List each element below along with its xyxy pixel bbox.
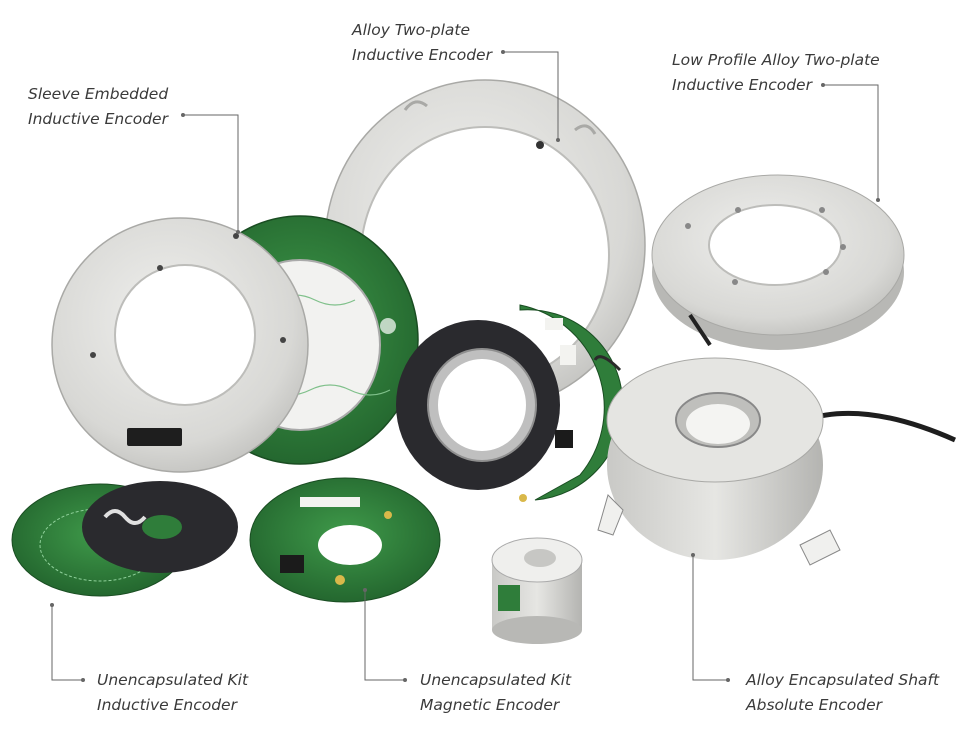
label-line: Inductive Encoder <box>352 46 492 64</box>
label-line: Alloy Two-plate <box>352 21 471 39</box>
kit-inductive-encoder <box>11 481 238 597</box>
leader-lines <box>51 51 879 681</box>
label-line: Inductive Encoder <box>97 696 237 714</box>
label-low-profile: Low Profile Alloy Two-plate Inductive En… <box>672 48 880 98</box>
label-line: Unencapsulated Kit <box>420 671 572 689</box>
sleeve-embedded-encoder <box>51 217 309 473</box>
label-kit-magnetic: Unencapsulated Kit Magnetic Encoder <box>420 668 571 718</box>
label-line: Inductive Encoder <box>672 76 812 94</box>
label-line: Magnetic Encoder <box>420 696 560 714</box>
low-profile-encoder <box>651 174 905 350</box>
label-line: Absolute Encoder <box>746 696 883 714</box>
small-cylinder-encoder <box>491 537 583 644</box>
label-line: Sleeve Embedded <box>28 85 169 103</box>
label-line: Unencapsulated Kit <box>97 671 249 689</box>
shaft-absolute-encoder <box>593 355 957 566</box>
label-line: Inductive Encoder <box>28 110 168 128</box>
label-sleeve-embedded: Sleeve Embedded Inductive Encoder <box>28 82 168 132</box>
label-line: Alloy Encapsulated Shaft <box>746 671 940 689</box>
label-alloy-two-plate: Alloy Two-plate Inductive Encoder <box>352 18 492 68</box>
label-line: Low Profile Alloy Two-plate <box>672 51 880 69</box>
label-kit-inductive: Unencapsulated Kit Inductive Encoder <box>97 668 248 718</box>
leader-dots <box>50 50 880 682</box>
label-shaft-absolute: Alloy Encapsulated Shaft Absolute Encode… <box>746 668 939 718</box>
kit-magnetic-encoder <box>249 477 441 603</box>
magnetic-ring-encoder <box>396 304 624 502</box>
